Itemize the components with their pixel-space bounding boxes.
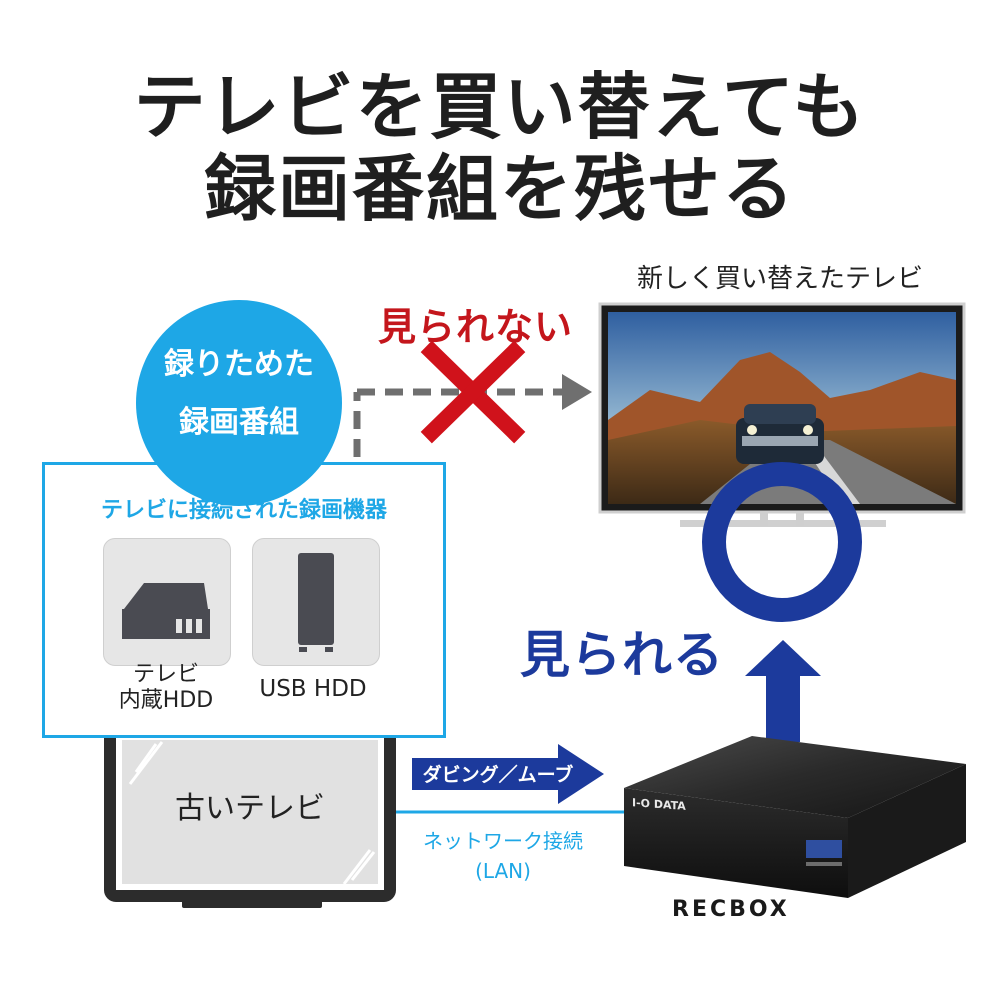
usb-hdd-label: USB HDD (259, 676, 367, 702)
headline-line-1: テレビを買い替えても (133, 65, 867, 149)
cross-icon (420, 340, 526, 444)
builtin-hdd-label: テレビ 内蔵HDD (103, 662, 229, 714)
usb-hdd-icon (298, 553, 334, 652)
dubbing-move-label: ダビング／ムーブ (422, 764, 574, 786)
new-tv-icon (598, 302, 966, 527)
recorder-icon (122, 583, 210, 639)
builtin-hdd-tile (103, 538, 231, 666)
builtin-hdd-label-line-1: テレビ (132, 662, 199, 687)
old-tv-icon (104, 722, 396, 908)
recbox-device-icon (624, 736, 966, 898)
up-arrow-icon (745, 640, 821, 742)
recorded-programs-line-1: 録りためた (164, 347, 314, 382)
usb-hdd-tile (252, 538, 380, 666)
old-tv-label: 古いテレビ (175, 791, 325, 826)
network-connection-label: ネットワーク接続 (LAN) (398, 826, 608, 886)
dashed-arrowhead-icon (562, 374, 592, 410)
not-visible-label: 見られない (378, 305, 574, 349)
new-tv-label: 新しく買い替えたテレビ (636, 264, 923, 294)
headline-line-2: 録画番組を残せる (203, 147, 796, 231)
network-connection-line-1: ネットワーク接続 (423, 829, 583, 853)
builtin-hdd-label-line-2: 内蔵HDD (118, 688, 214, 713)
recorded-programs-line-2: 録画番組 (179, 405, 299, 440)
recorded-programs-text: 録りためた 録画番組 (136, 336, 342, 452)
recorded-programs-badge (136, 300, 342, 506)
recbox-brand-label: RECBOX (672, 897, 790, 922)
ok-circle-icon (702, 462, 862, 622)
visible-label: 見られる (520, 626, 724, 684)
dubbing-arrow-icon (412, 744, 604, 804)
network-connection-line-2: (LAN) (475, 859, 531, 883)
